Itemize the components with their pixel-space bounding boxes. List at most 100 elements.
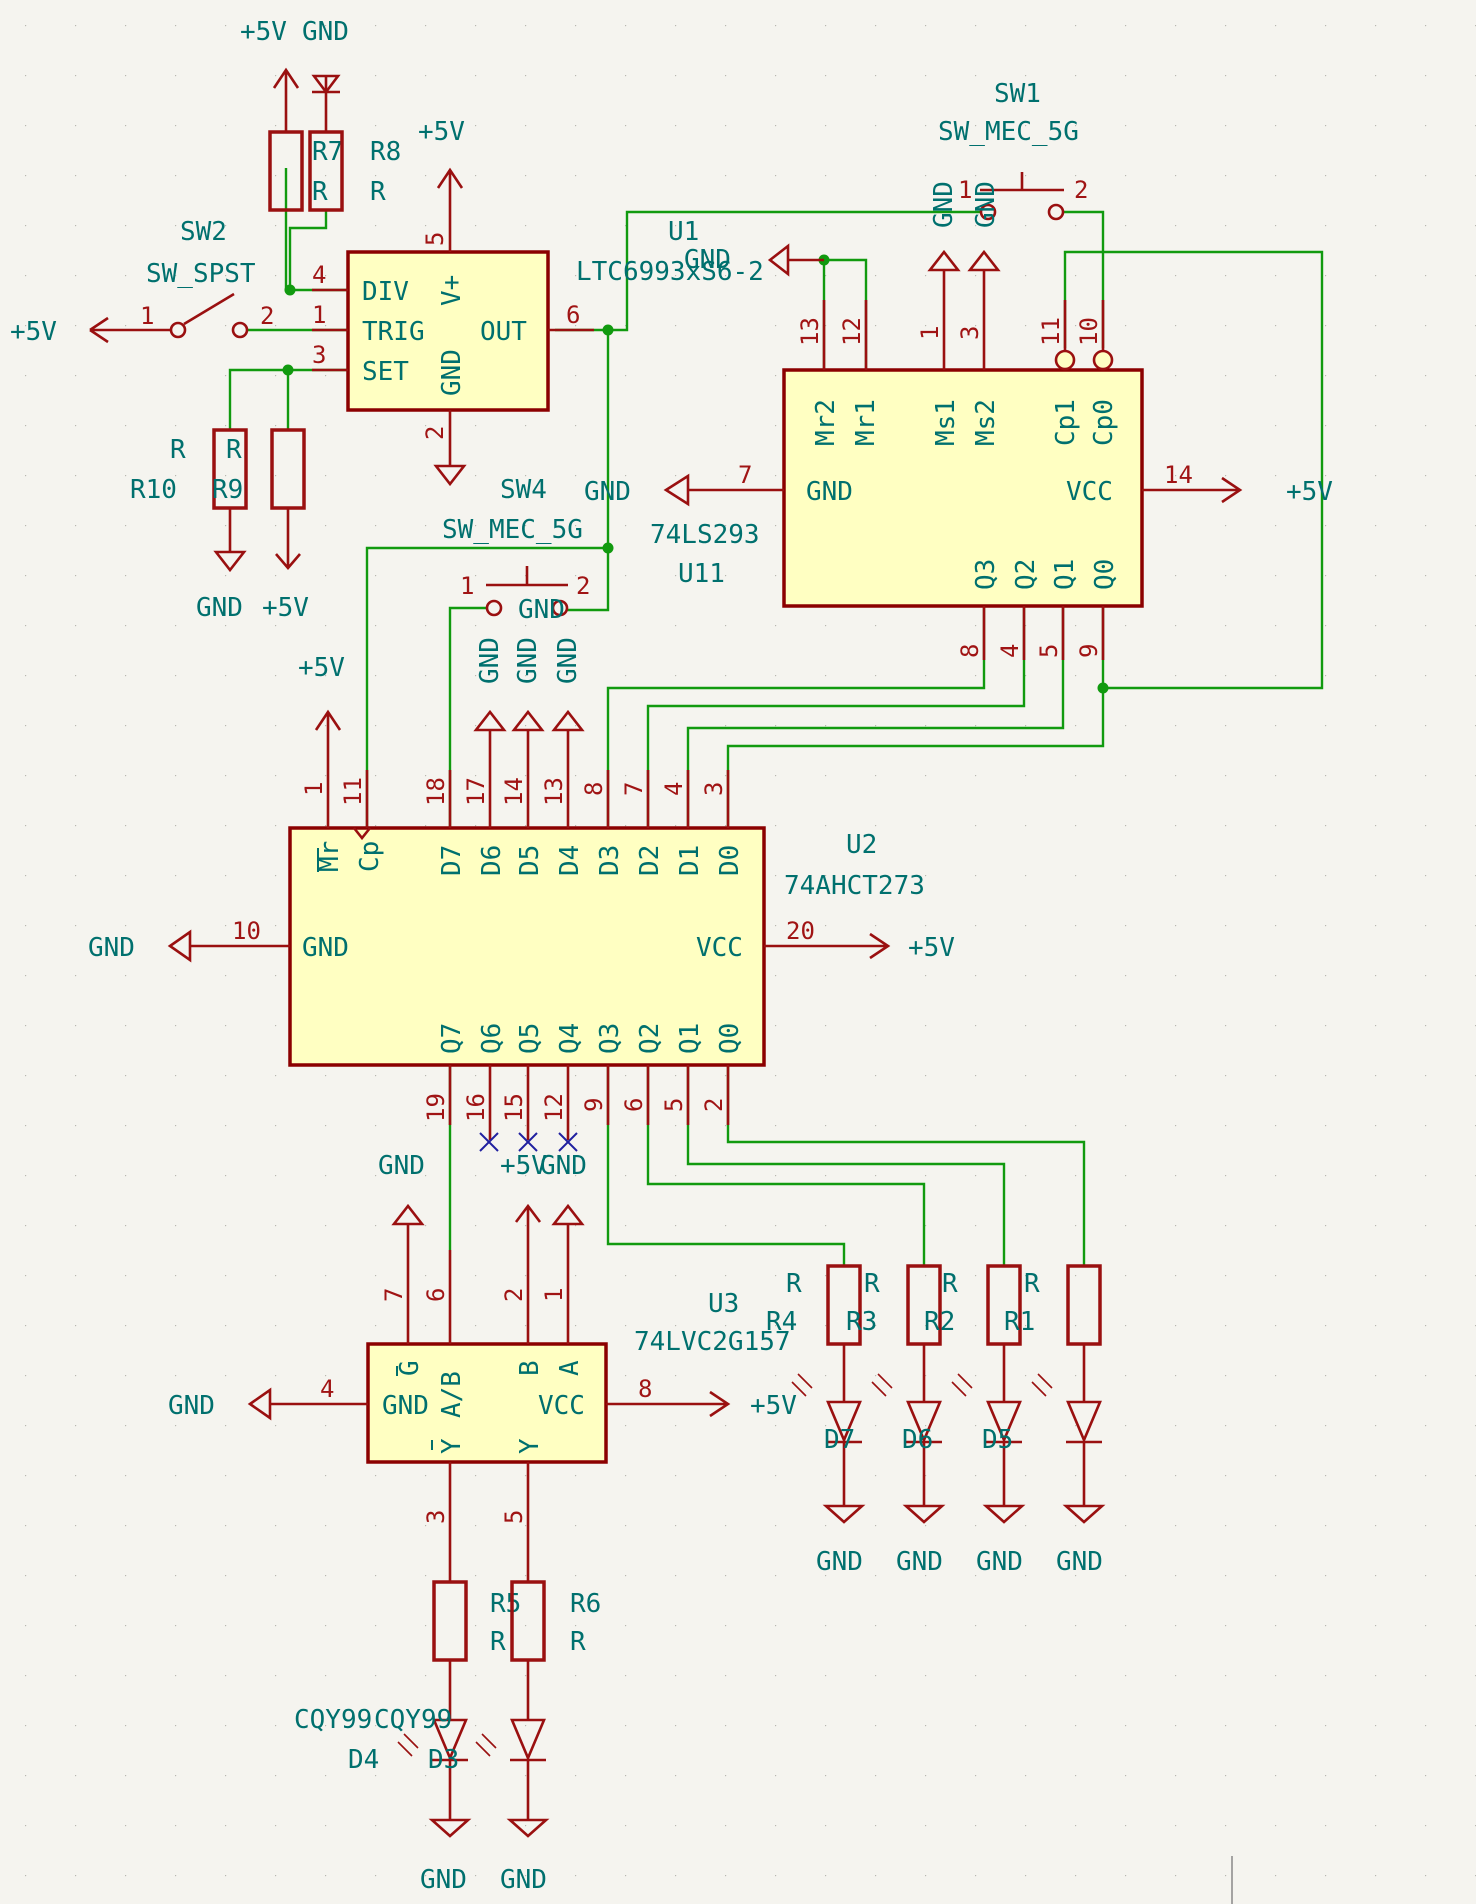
d3-ref: D3	[428, 1745, 459, 1775]
svg-text:+5V: +5V	[908, 933, 955, 963]
u11-value: 74LS293	[650, 520, 760, 550]
u3-pin-8-num: 8	[638, 1375, 652, 1403]
svg-text:GND: GND	[584, 477, 631, 507]
u3-pin-3-num: 3	[422, 1510, 450, 1524]
power-symbols: +5V GND +5V +5V GND +5V	[10, 17, 1333, 1895]
u2-pin-q2-label: Q2	[635, 1023, 665, 1054]
svg-text:+5V: +5V	[750, 1391, 797, 1421]
r6-ref: R6	[570, 1589, 601, 1619]
d3-led[interactable]: D3 CQY99	[294, 1705, 468, 1820]
u11-pin-vcc-label: VCC	[1066, 477, 1113, 507]
u1-pin-2-num: 2	[421, 426, 449, 440]
u3-pin-4-num: 4	[320, 1375, 334, 1403]
p5v-r7: +5V	[240, 17, 300, 92]
gnd-u2: GND	[88, 929, 226, 963]
u11-pin-3-num: 3	[956, 326, 984, 340]
svg-text:GND: GND	[475, 637, 505, 684]
sw1-pin2-num: 2	[1074, 176, 1088, 204]
d5-led[interactable]: D5	[951, 1373, 1022, 1506]
r8-resistor[interactable]: R8 R	[308, 92, 401, 212]
r9-resistor[interactable]: R9 R	[212, 428, 248, 552]
gnd-u11: GND	[584, 473, 720, 507]
r2-resistor[interactable]: R2 R	[924, 1264, 1022, 1402]
u2-pin-18-num: 18	[422, 777, 450, 806]
r3-resistor[interactable]: R3 R	[846, 1264, 942, 1402]
u2-pin-mr-label: Mr	[315, 841, 345, 872]
u11-pin-ms1-label: Ms1	[931, 399, 961, 446]
r10-resistor[interactable]: R10 R	[130, 428, 306, 552]
u11-pin-1-num: 1	[916, 326, 944, 340]
u2-pin-9-num: 9	[580, 1098, 608, 1112]
u3-pin-1-num: 1	[540, 1288, 568, 1302]
r6-resistor[interactable]: R6 R	[510, 1580, 601, 1720]
sw4-switch[interactable]: 1 2 SW4 SW_MEC_5G GND	[442, 475, 590, 625]
svg-text:GND: GND	[540, 1151, 587, 1181]
d6-led[interactable]: D6	[871, 1373, 942, 1506]
svg-text:GND: GND	[302, 17, 349, 47]
r3-value: R	[864, 1269, 880, 1299]
p5v-u11: +5V	[1221, 476, 1333, 507]
u2-pin-13-num: 13	[540, 777, 568, 806]
r7-resistor[interactable]: R7 R	[268, 92, 343, 212]
u11-pin-11-num: 11	[1037, 317, 1065, 346]
u2-pin-10-num: 10	[232, 917, 261, 945]
r1-resistor[interactable]: R1 R	[1004, 1264, 1102, 1402]
gnd-u11-mr: GND	[684, 243, 824, 277]
u1-pin-trig-label: TRIG	[362, 317, 425, 347]
u1-pin-set-label: SET	[362, 357, 409, 387]
u2-pin-2-num: 2	[700, 1098, 728, 1112]
u1-value: LTC6993xS6-2	[576, 257, 764, 287]
sw1-switch[interactable]: 1 2 SW1 SW_MEC_5G GND GND	[929, 79, 1088, 228]
u11-pin-4-num: 4	[996, 644, 1024, 658]
u11-pin-14-num: 14	[1164, 461, 1193, 489]
u3-pin-y-label: Y	[515, 1438, 545, 1454]
u2-pin-d0-label: D0	[715, 845, 745, 876]
u2-pin-q1-label: Q1	[675, 1023, 705, 1054]
r7-value: R	[312, 177, 328, 207]
u3-pin-vcc-label: VCC	[538, 1391, 585, 1421]
sw2-pin2-num: 2	[260, 302, 274, 330]
svg-text:GND: GND	[513, 637, 543, 684]
u3-mux-chip[interactable]: G A/B B A GND VCC Y Y 7 6 2 1 4 8 3 5 U3…	[290, 1250, 791, 1582]
r4-resistor[interactable]: R4 R	[766, 1264, 862, 1402]
sw1-gnd-label-b: GND	[971, 181, 1001, 228]
d7-led[interactable]: D7	[791, 1373, 862, 1506]
u1-timer-chip[interactable]: DIV TRIG SET OUT V+ GND 4 1 3 6 5 2 U1 L…	[312, 212, 764, 456]
u2-pin-12-num: 12	[540, 1093, 568, 1122]
led-d-extra[interactable]	[1031, 1373, 1102, 1506]
u2-pin-d7-label: D7	[437, 845, 467, 876]
u11-pin-q3-label: Q3	[971, 559, 1001, 590]
sw2-ref: SW2	[180, 217, 227, 247]
svg-text:+5V: +5V	[418, 117, 465, 147]
u2-pin-cp-label: Cp	[355, 841, 385, 872]
u3-pin-2-num: 2	[500, 1288, 528, 1302]
r8-value: R	[370, 177, 386, 207]
u11-counter-chip[interactable]: Mr2 Mr1 Ms1 Ms2 Cp1 Cp0 GND VCC Q3 Q2 Q1…	[650, 300, 1240, 660]
u11-pin-cp1-label: Cp1	[1051, 399, 1081, 446]
p5v-u2-mr: +5V	[298, 653, 345, 770]
svg-text:GND: GND	[553, 637, 583, 684]
sw4-pin2-num: 2	[576, 572, 590, 600]
u2-pin-q7-label: Q7	[437, 1023, 467, 1054]
u3-pin-7-num: 7	[380, 1288, 408, 1302]
svg-text:+5V: +5V	[10, 317, 57, 347]
svg-text:GND: GND	[420, 1865, 467, 1895]
led-gnds: GND GND GND GND GND GND	[420, 1504, 1106, 1895]
r1-ref: R1	[1004, 1307, 1035, 1337]
svg-text:+5V: +5V	[298, 653, 345, 683]
r9-value: R	[226, 435, 242, 465]
u1-pin-out-label: OUT	[480, 317, 527, 347]
u2-register-chip[interactable]: Mr Cp D7 D6 D5 D4 D3 D2 D1 D0 GND VCC Q7…	[226, 730, 925, 1152]
u2-pin-d2-label: D2	[635, 845, 665, 876]
sw2-pin1-num: 1	[140, 302, 154, 330]
sw2-switch[interactable]: 1 2 SW2 SW_SPST	[90, 217, 274, 339]
u1-pin-div-label: DIV	[362, 277, 409, 307]
sw1-value: SW_MEC_5G	[938, 117, 1079, 147]
r2-value: R	[942, 1269, 958, 1299]
r5-resistor[interactable]: R5 R	[432, 1580, 521, 1720]
r10-value: R	[170, 435, 186, 465]
u11-pin-q2-label: Q2	[1011, 559, 1041, 590]
sw4-gnd-label: GND	[518, 595, 565, 625]
d4-led[interactable]: D4 CQY99	[348, 1705, 546, 1820]
u11-pin-mr1-label: Mr1	[851, 399, 881, 446]
